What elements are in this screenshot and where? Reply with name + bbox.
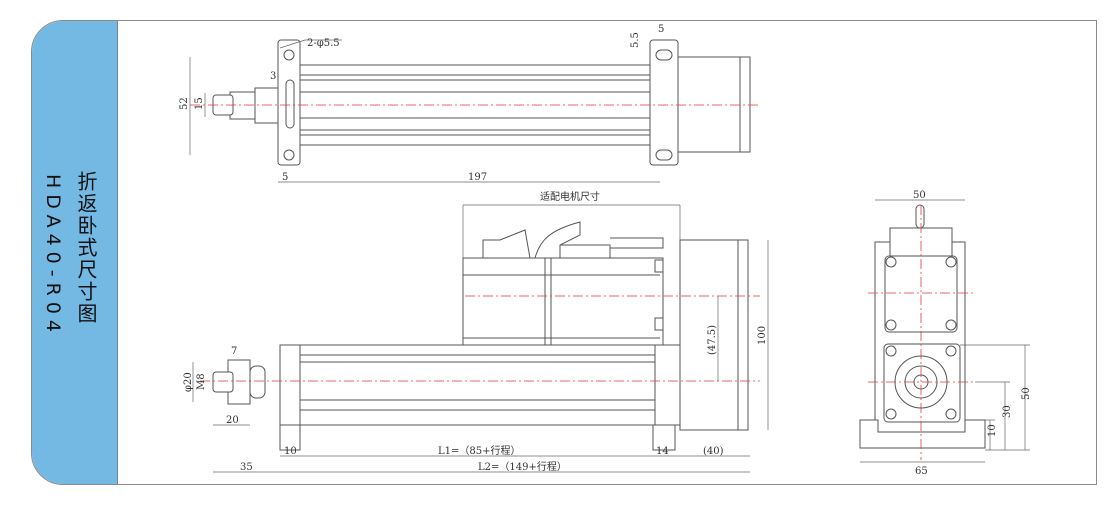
motor-size-label: 适配电机尺寸 xyxy=(540,190,600,203)
model-code: HDA40-R04 xyxy=(42,174,64,338)
dim-50-right: 50 xyxy=(1021,387,1032,400)
dim-7: 7 xyxy=(231,346,237,357)
dim-5: 5 xyxy=(282,172,288,183)
dim-100: 100 xyxy=(757,326,768,345)
dim-14: 14 xyxy=(656,446,669,457)
dim-slot-height: 5.5 xyxy=(630,32,641,48)
dim-15: 15 xyxy=(194,97,205,110)
side-view: 适配电机尺寸 (47.5) 100 7 φ20 M8 20 10 L1=（85+… xyxy=(183,190,769,473)
drawing-frame: 折返卧式尺寸图 HDA40-R04 xyxy=(31,20,1097,485)
dim-10-base: 10 xyxy=(987,424,998,437)
drawing-title: 折返卧式尺寸图 xyxy=(74,171,98,325)
dim-35: 35 xyxy=(240,462,253,473)
top-view: 52 15 2-φ5.5 3 5.5 5 5 197 xyxy=(179,24,760,183)
hole-label: 2-φ5.5 xyxy=(307,38,340,49)
dim-40: (40) xyxy=(703,446,724,457)
end-view: 50 65 50 30 10 xyxy=(859,190,1032,477)
title-panel: 折返卧式尺寸图 HDA40-R04 xyxy=(32,21,118,484)
dim-52: 52 xyxy=(179,97,190,110)
dim-197: 197 xyxy=(468,172,487,183)
dim-20: 20 xyxy=(226,415,239,426)
dim-phi20: φ20 xyxy=(183,372,194,392)
dim-47-5: (47.5) xyxy=(707,325,718,355)
dim-65: 65 xyxy=(915,466,928,477)
dim-50-top: 50 xyxy=(913,190,926,201)
dim-slot-width: 5 xyxy=(658,24,664,35)
dim-3: 3 xyxy=(270,71,276,82)
dim-l1: L1=（85+行程） xyxy=(438,444,521,457)
dim-m8: M8 xyxy=(196,373,207,390)
dim-10: 10 xyxy=(284,446,297,457)
dim-l2: L2=（149+行程） xyxy=(478,460,567,473)
dim-30: 30 xyxy=(1002,405,1013,418)
